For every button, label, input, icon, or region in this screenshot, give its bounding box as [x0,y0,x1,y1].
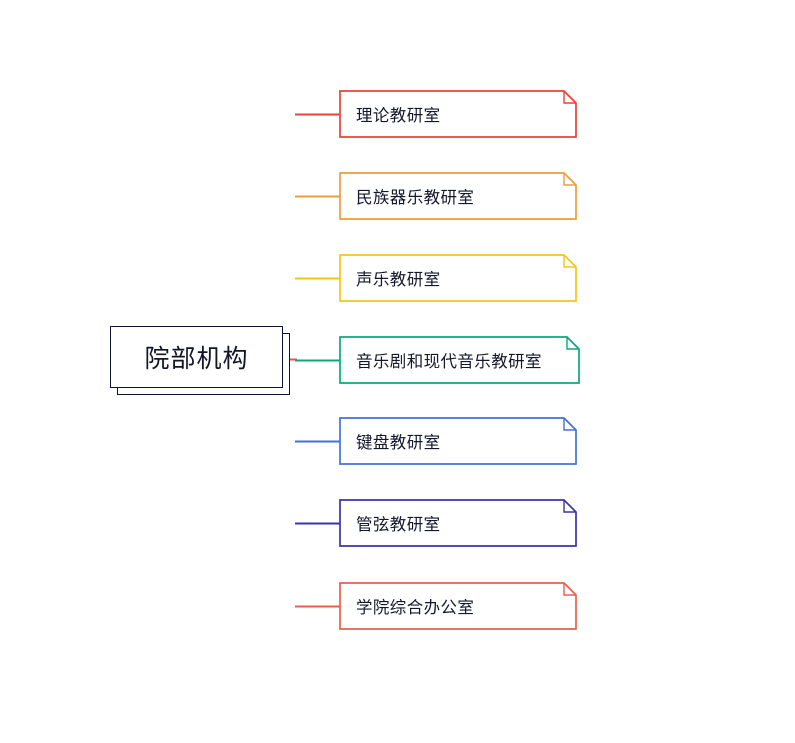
branch-node-3[interactable]: 声乐教研室 [339,254,577,302]
branch-node-1-shape [339,90,577,138]
root-node-label: 院部机构 [144,344,249,373]
branch-node-6-label: 管弦教研室 [356,515,441,534]
branch-node-5-label: 键盘教研室 [356,433,441,452]
branch-node-6[interactable]: 管弦教研室 [339,499,577,547]
branch-node-4-shape [339,336,580,384]
branch-node-4[interactable]: 音乐剧和现代音乐教研室 [339,336,580,384]
branch-node-5-shape [339,417,577,465]
branch-node-6-shape [339,499,577,547]
branch-node-5[interactable]: 键盘教研室 [339,417,577,465]
branch-node-3-shape [339,254,577,302]
branch-node-1[interactable]: 理论教研室 [339,90,577,138]
branch-node-7-shape [339,582,577,630]
branch-node-1-label: 理论教研室 [356,106,441,125]
branch-node-2-label: 民族器乐教研室 [356,188,475,207]
branch-node-2[interactable]: 民族器乐教研室 [339,172,577,220]
root-node-face[interactable]: 院部机构 [110,326,283,388]
branch-node-2-shape [339,172,577,220]
branch-node-7[interactable]: 学院综合办公室 [339,582,577,630]
root-node[interactable]: 院部机构 [110,326,290,395]
branch-node-3-label: 声乐教研室 [356,270,441,289]
branch-node-7-label: 学院综合办公室 [356,598,475,617]
branch-node-4-label: 音乐剧和现代音乐教研室 [356,352,542,371]
